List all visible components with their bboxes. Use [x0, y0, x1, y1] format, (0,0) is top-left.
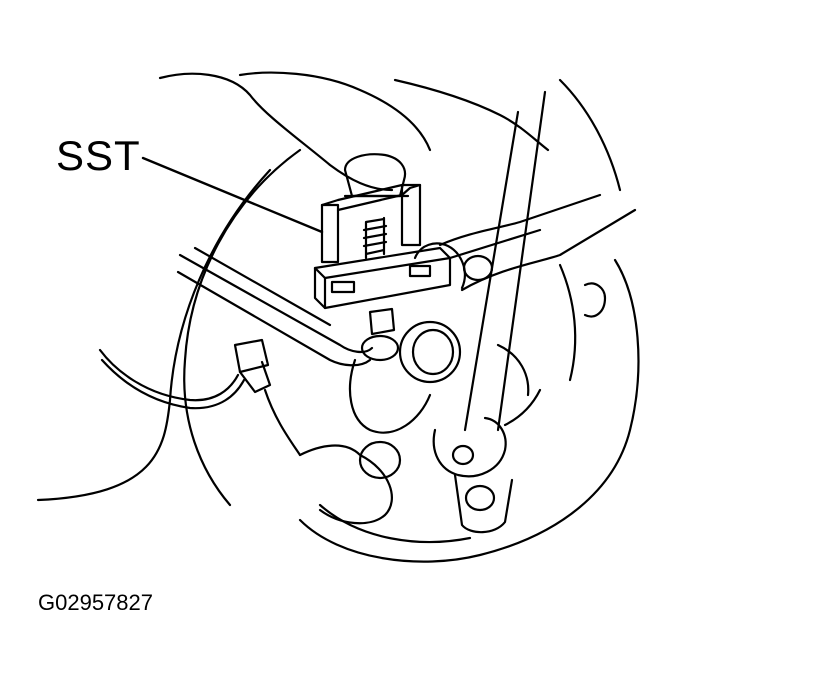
sst-frame-top — [322, 185, 402, 205]
knuckle-side — [265, 390, 300, 455]
hub-boss — [400, 322, 460, 382]
sensor-connector — [235, 340, 268, 372]
stabilizer-link-lower — [455, 475, 512, 532]
sst-slot-left — [332, 282, 354, 292]
caliper-bracket — [585, 283, 605, 316]
body-panel-curve — [395, 80, 548, 150]
left-arm — [180, 255, 372, 352]
stabilizer-link-joint — [434, 418, 506, 476]
sensor-plug — [240, 362, 270, 392]
stabilizer-rod-right — [498, 92, 545, 430]
right-arm-lower — [462, 210, 635, 290]
left-arm-lower — [178, 272, 370, 365]
left-arm-inner — [195, 248, 330, 325]
right-arm-upper — [440, 195, 600, 245]
hub-body — [350, 360, 430, 433]
fender-outline — [160, 74, 392, 190]
fender-outline-inner — [240, 73, 430, 150]
sst-frame-right-post — [402, 185, 420, 245]
body-panel-right — [560, 80, 620, 190]
hub-boss-inner — [413, 330, 453, 374]
right-arm-bolt — [464, 256, 492, 280]
lower-nut — [362, 336, 398, 360]
knuckle-bolt — [360, 442, 400, 478]
right-arm-clamp — [415, 243, 465, 288]
disc-right-inner — [505, 390, 540, 425]
link-bolt-upper — [453, 446, 473, 464]
knuckle-arm-right — [498, 345, 528, 395]
sst-screw — [364, 218, 386, 258]
link-bolt-lower — [466, 486, 494, 510]
sst-label: SST — [56, 132, 141, 179]
upper-mount — [345, 154, 405, 196]
sensor-cable — [100, 350, 238, 400]
wheel-arc-outer — [38, 170, 270, 500]
sst-frame-back — [338, 185, 420, 210]
sst-frame-left-post — [322, 205, 338, 262]
sst-crossbar — [315, 248, 450, 308]
strut-right-line — [560, 265, 575, 380]
sst-slot-right — [410, 266, 430, 276]
knuckle-lower — [300, 446, 392, 524]
sst-leader-line — [143, 158, 322, 232]
wheel-arc — [184, 150, 300, 505]
disc-rim-inner — [320, 505, 470, 542]
figure-code: G02957827 — [38, 590, 153, 615]
lower-bolt — [370, 309, 394, 334]
stabilizer-rod-left — [465, 112, 518, 430]
disc-rim — [300, 260, 638, 562]
sensor-cable-2 — [102, 360, 244, 408]
